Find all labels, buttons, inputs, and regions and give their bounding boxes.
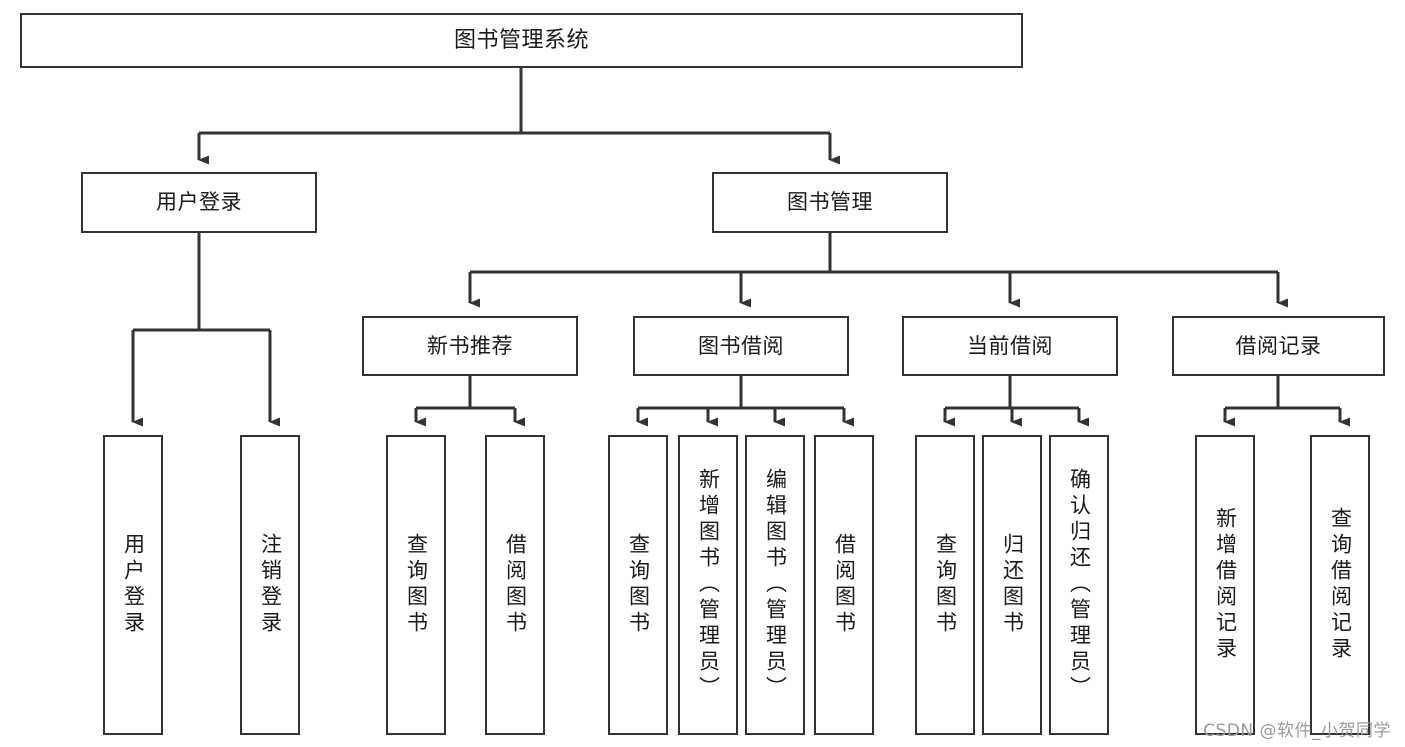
node-leaf-edit-book[interactable]: 编辑图书（管理员） <box>745 435 805 735</box>
node-label: 图书管理系统 <box>453 27 589 53</box>
node-label: 新书推荐 <box>427 333 513 358</box>
node-label: 借阅记录 <box>1235 333 1322 358</box>
node-label: 借阅图书 <box>832 533 857 637</box>
node-label: 确认归还（管理员） <box>1067 468 1092 702</box>
node-borrow-record[interactable]: 借阅记录 <box>1172 316 1385 376</box>
node-leaf-query-book-current[interactable]: 查询图书 <box>915 435 975 735</box>
node-book-borrowing[interactable]: 图书借阅 <box>633 316 849 376</box>
node-leaf-query-book-newbook[interactable]: 查询图书 <box>386 435 446 735</box>
node-leaf-confirm-return[interactable]: 确认归还（管理员） <box>1049 435 1109 735</box>
node-label: 新增图书（管理员） <box>696 468 721 702</box>
csdn-watermark: CSDN @软件_小贺同学 <box>1203 721 1391 741</box>
node-label: 归还图书 <box>1000 533 1025 637</box>
node-leaf-return-book[interactable]: 归还图书 <box>982 435 1042 735</box>
node-label: 当前借阅 <box>967 333 1053 358</box>
node-leaf-logout[interactable]: 注销登录 <box>240 435 300 735</box>
node-label: 图书借阅 <box>698 333 784 358</box>
node-label: 查询图书 <box>933 533 958 637</box>
node-label: 借阅图书 <box>503 533 528 637</box>
node-label: 查询借阅记录 <box>1328 507 1353 663</box>
node-label: 编辑图书（管理员） <box>763 468 788 702</box>
node-root-system[interactable]: 图书管理系统 <box>20 13 1023 68</box>
node-leaf-borrow-book-borrowing[interactable]: 借阅图书 <box>814 435 874 735</box>
node-user-login[interactable]: 用户登录 <box>81 172 317 233</box>
node-leaf-add-book[interactable]: 新增图书（管理员） <box>678 435 738 735</box>
node-leaf-query-borrow-record[interactable]: 查询借阅记录 <box>1310 435 1370 735</box>
node-label: 用户登录 <box>121 533 146 637</box>
node-current-borrowing[interactable]: 当前借阅 <box>902 316 1118 376</box>
node-book-management[interactable]: 图书管理 <box>712 172 948 233</box>
node-label: 查询图书 <box>404 533 429 637</box>
node-label: 查询图书 <box>626 533 651 637</box>
node-leaf-user-login[interactable]: 用户登录 <box>103 435 163 735</box>
node-label: 用户登录 <box>156 190 242 215</box>
node-leaf-borrow-book-newbook[interactable]: 借阅图书 <box>485 435 545 735</box>
node-label: 图书管理 <box>787 190 873 215</box>
node-label: 注销登录 <box>258 533 283 637</box>
node-leaf-add-borrow-record[interactable]: 新增借阅记录 <box>1195 435 1255 735</box>
node-new-book-recommendation[interactable]: 新书推荐 <box>362 316 578 376</box>
node-label: 新增借阅记录 <box>1213 507 1238 663</box>
node-leaf-query-book-borrowing[interactable]: 查询图书 <box>608 435 668 735</box>
